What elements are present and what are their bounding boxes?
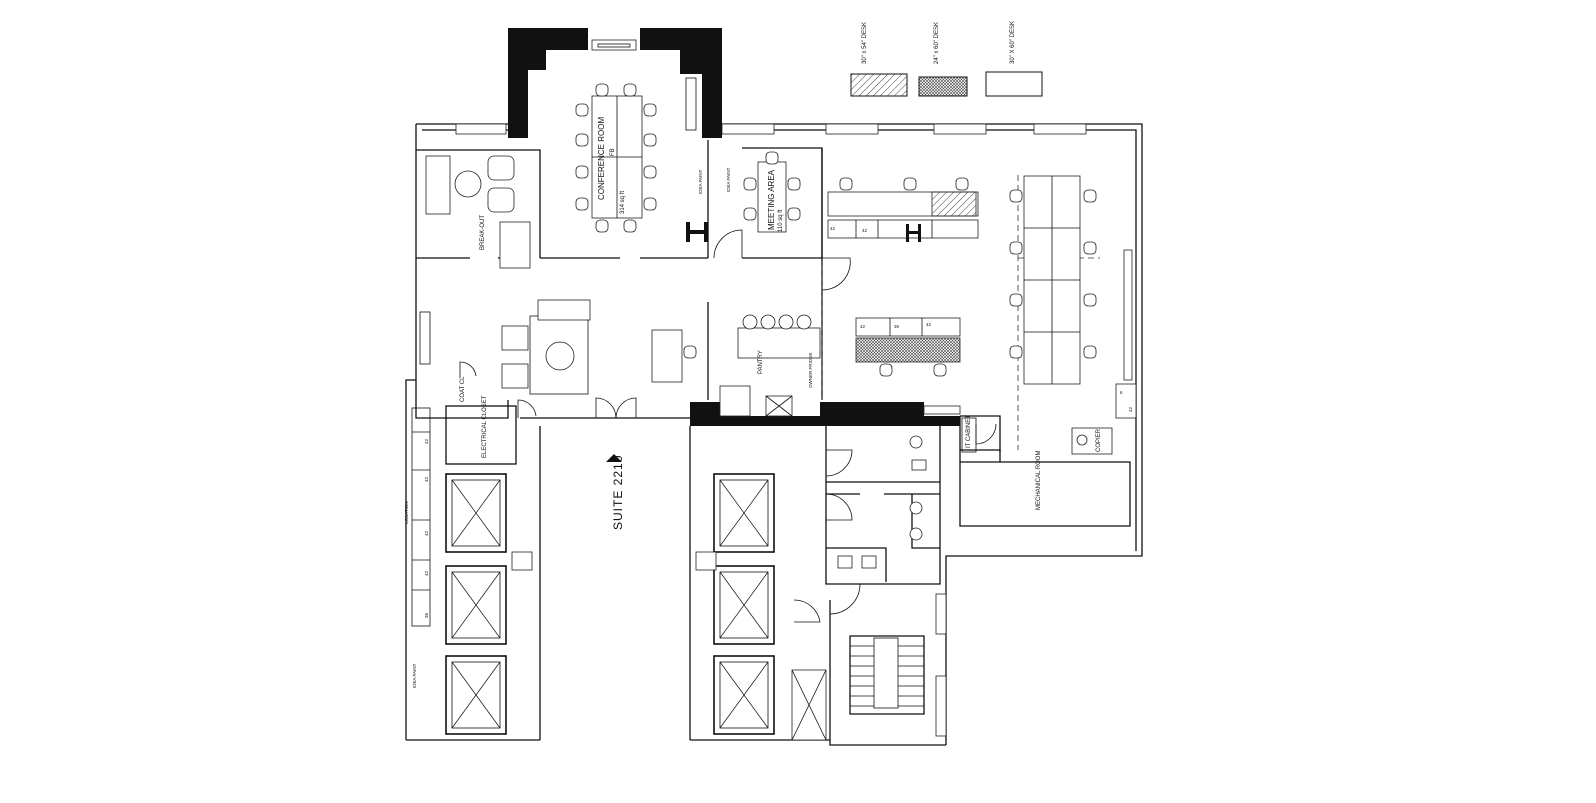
desk-tag-1: 42	[830, 226, 836, 231]
desk-tag-5: 42	[926, 322, 932, 327]
locker-number-4: 42	[424, 570, 429, 576]
copier-label: COPIER	[1096, 428, 1102, 452]
meeting-area-area: 110 sq ft	[778, 209, 784, 232]
workstations-north: 42 42	[827, 177, 979, 242]
pantry: PANTRY OWNER FRIDGE	[719, 314, 821, 417]
locker-number-5: 36	[424, 612, 429, 618]
legend-swatch-diagonal	[850, 73, 908, 97]
workstations-east: 6 42 COPIER	[1009, 175, 1137, 455]
restroom-fixtures	[837, 435, 927, 569]
conference-tag: FB	[610, 148, 616, 156]
break-out: BREAK-OUT	[425, 155, 531, 269]
west-lockers: 42 42 42 42 36 LOCATION IDEA PAINT	[404, 407, 431, 688]
mechanical-room-label: MECHANICAL ROOM	[1036, 451, 1042, 510]
locker-number-3: 42	[424, 530, 429, 536]
workstations-center: 42 36 42	[855, 317, 961, 377]
meeting-area-label: MEETING AREA	[767, 169, 776, 230]
desk-tag-4: 36	[894, 324, 900, 329]
conference-room-area: 314 sq ft	[620, 191, 626, 214]
suite-label: SUITE 2210	[611, 455, 625, 530]
idea-paint-note-3: IDEA PAINT	[412, 663, 417, 688]
legend-label-3: 30" X 60" DESK	[1010, 21, 1016, 64]
lounge: COAT CL	[460, 299, 697, 402]
locker-number-1: 42	[424, 438, 429, 444]
suite-entry: SUITE 2210	[606, 454, 625, 530]
breakout-label: BREAK-OUT	[480, 215, 486, 250]
idea-paint-note-1: IDEA PAINT	[698, 169, 703, 194]
legend-swatch-plain	[985, 71, 1043, 97]
locker-number-2: 42	[424, 476, 429, 482]
stair	[791, 593, 947, 741]
desk-legend: 30" x 54" DESK 24" x 60" DESK 30" X 60" …	[850, 21, 1043, 97]
elevators	[445, 473, 775, 735]
conference-room: CONFERENCE ROOM 314 sq ft FB IDEA PAINT	[575, 83, 708, 242]
doors	[459, 229, 997, 623]
electrical-closet-label: ELECTRICAL CLOSET	[482, 395, 488, 458]
legend-swatch-cross	[918, 76, 968, 97]
desk-tag-3: 42	[860, 324, 866, 329]
location-note: LOCATION	[404, 501, 409, 524]
electrical-closet: ELECTRICAL CLOSET	[445, 395, 517, 465]
legend-label-1: 30" x 54" DESK	[862, 22, 868, 64]
legend-label-2: 24" x 60" DESK	[934, 22, 940, 64]
desk-tag-2: 42	[862, 228, 868, 233]
desk-tag-7: 42	[1128, 406, 1133, 412]
desk-tag-6: 6	[1120, 390, 1123, 395]
coat-closet-label: COAT CL	[460, 376, 466, 402]
walls	[405, 28, 1143, 745]
idea-paint-note-2: IDEA PAINT	[726, 167, 731, 192]
conference-room-label: CONFERENCE ROOM	[597, 117, 606, 200]
fridge-label: OWNER FRIDGE	[808, 353, 813, 389]
pantry-label: PANTRY	[758, 350, 764, 374]
it-cabinet-label: IT CABINET	[966, 415, 972, 448]
meeting-area: MEETING AREA 110 sq ft IDEA PAINT	[726, 151, 801, 233]
entry-arrow-icon	[606, 454, 622, 462]
